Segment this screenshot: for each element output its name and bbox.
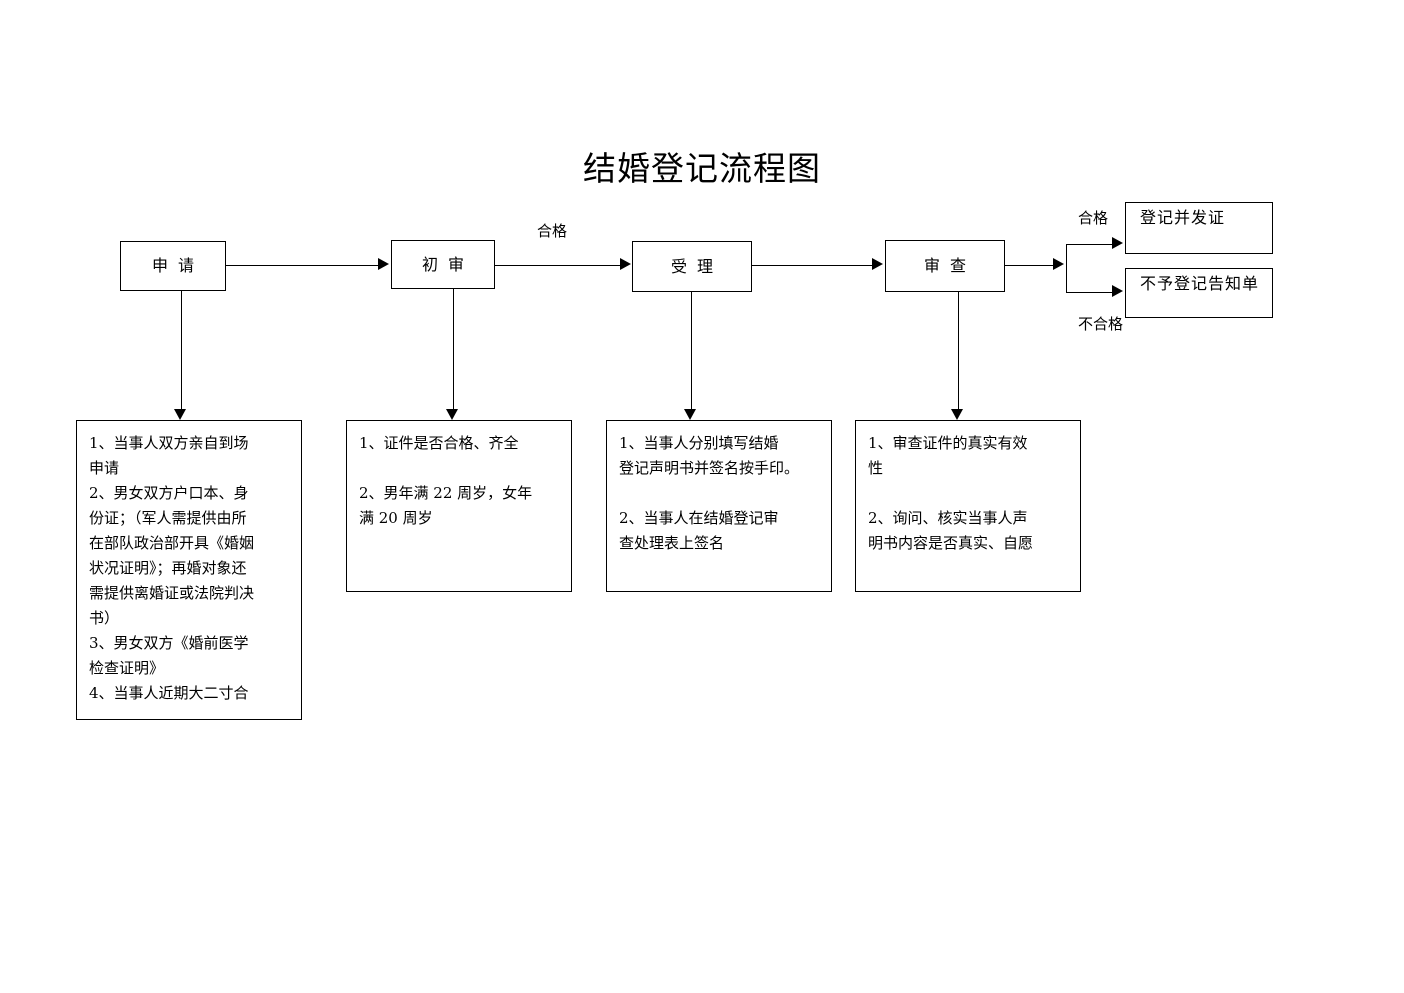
details-line: 1、审查证件的真实有效 (868, 434, 1028, 452)
process-box-initial-review-label: 初审 (421, 254, 474, 274)
connector-apply-to-details (181, 291, 182, 412)
connector-branch-fail (1066, 292, 1114, 293)
details-box-apply: 1、当事人双方亲自到场 申请 2、男女双方户口本、身 份证；（军人需提供由所 在… (76, 420, 302, 720)
arrowhead-initial-to-details (446, 409, 458, 420)
branch-spine (1066, 244, 1067, 293)
details-line: 4、当事人近期大二寸合 (89, 684, 249, 702)
details-line: 份证；（军人需提供由所 (89, 509, 247, 527)
details-line: 在部队政治部开具《婚姻 (89, 534, 255, 552)
outcome-box-reject-notice-label: 不予登记告知单 (1140, 274, 1260, 293)
connector-initial-to-acceptance (495, 265, 621, 266)
details-line: 3、男女双方《婚前医学 (89, 634, 249, 652)
connector-acceptance-to-details (691, 292, 692, 412)
details-line: 查处理表上签名 (619, 534, 725, 552)
process-box-examination[interactable]: 审查 (885, 240, 1005, 292)
process-box-examination-label: 审查 (923, 256, 976, 275)
details-line: 1、当事人分别填写结婚 (619, 434, 779, 452)
edge-label-branch-pass: 合格 (1078, 209, 1109, 227)
details-line: 1、证件是否合格、齐全 (359, 434, 519, 452)
details-line: 性 (868, 459, 884, 477)
details-box-acceptance: 1、当事人分别填写结婚 登记声明书并签名按手印。 2、当事人在结婚登记审 查处理… (606, 420, 832, 592)
connector-initial-to-details (453, 289, 454, 412)
arrowhead-branch-fail (1112, 285, 1123, 297)
process-box-acceptance[interactable]: 受理 (632, 241, 752, 292)
details-line: 1、当事人双方亲自到场 (89, 434, 249, 452)
edge-label-initial-to-acceptance: 合格 (537, 222, 568, 240)
process-box-apply-label: 申请 (151, 256, 204, 275)
page-title: 结婚登记流程图 (583, 149, 821, 188)
arrowhead-branch-pass (1112, 237, 1123, 249)
details-line: 2、当事人在结婚登记审 (619, 509, 779, 527)
outcome-box-issue-certificate[interactable]: 登记并发证 (1125, 202, 1273, 254)
connector-branch-pass (1066, 244, 1114, 245)
connector-apply-to-initial (226, 265, 380, 266)
arrowhead-initial-to-acceptance (620, 258, 631, 270)
details-line: 需提供离婚证或法院判决 (89, 584, 255, 602)
details-line: 检查证明》 (89, 659, 165, 677)
connector-examination-to-branch (1005, 265, 1055, 266)
details-line: 状况证明》；再婚对象还 (89, 559, 247, 577)
arrowhead-acceptance-to-details (684, 409, 696, 420)
outcome-box-issue-certificate-label: 登记并发证 (1140, 208, 1226, 227)
details-line: 满 20 周岁 (359, 509, 433, 527)
process-box-initial-review[interactable]: 初审 (391, 240, 495, 289)
outcome-box-reject-notice[interactable]: 不予登记告知单 (1125, 268, 1273, 318)
details-line: 申请 (89, 459, 120, 477)
details-line: 2、男年满 22 周岁，女年 (359, 484, 533, 502)
process-box-acceptance-label: 受理 (670, 256, 723, 276)
details-line: 2、询问、核实当事人声 (868, 509, 1028, 527)
arrowhead-examination-to-branch (1053, 258, 1064, 270)
edge-label-branch-fail: 不合格 (1078, 315, 1124, 333)
connector-acceptance-to-examination (752, 265, 873, 266)
arrowhead-apply-to-details (174, 409, 186, 420)
details-line: 登记声明书并签名按手印。 (619, 459, 800, 477)
details-line: 明书内容是否真实、自愿 (868, 534, 1034, 552)
connector-examination-to-details (958, 292, 959, 412)
arrowhead-acceptance-to-examination (872, 258, 883, 270)
arrowhead-apply-to-initial (378, 258, 389, 270)
process-box-apply[interactable]: 申请 (120, 241, 226, 291)
details-box-examination: 1、审查证件的真实有效 性 2、询问、核实当事人声 明书内容是否真实、自愿 (855, 420, 1081, 592)
arrowhead-examination-to-details (951, 409, 963, 420)
details-line: 2、男女双方户口本、身 (89, 484, 249, 502)
details-box-initial-review: 1、证件是否合格、齐全 2、男年满 22 周岁，女年 满 20 周岁 (346, 420, 572, 592)
details-line: 书） (89, 609, 120, 627)
